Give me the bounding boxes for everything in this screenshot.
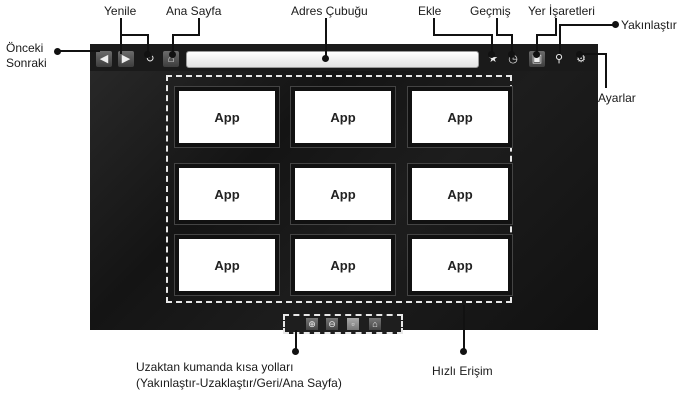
rc-zoom-out-button[interactable]: ⊖ — [326, 318, 338, 330]
app-tile[interactable]: App — [407, 234, 513, 296]
address-bar[interactable] — [186, 51, 479, 68]
zoom-button[interactable]: ⚲ — [551, 51, 567, 67]
callout-dot — [612, 21, 619, 28]
callout-line — [433, 18, 435, 36]
callout-dot — [488, 51, 495, 58]
callout-dot — [292, 348, 299, 355]
callout-line — [559, 24, 561, 54]
app-tile[interactable]: App — [290, 234, 396, 296]
zoom-out-icon: ⊖ — [328, 319, 336, 329]
callout-dot — [508, 51, 515, 58]
app-tile[interactable]: App — [290, 163, 396, 225]
home-icon: ⌂ — [372, 319, 378, 329]
callout-line — [536, 34, 556, 36]
callout-line — [172, 34, 200, 36]
callout-line — [605, 53, 607, 88]
bookmark-icon: ▣ — [531, 53, 543, 65]
app-tile-label: App — [179, 91, 275, 143]
refresh-button[interactable]: ↻ — [142, 51, 158, 67]
label-sonraki: Sonraki — [6, 56, 47, 70]
callout-dot — [169, 51, 176, 58]
rc-back-button[interactable]: ▫ — [347, 318, 359, 330]
label-yer-isaretleri: Yer İşaretleri — [528, 4, 595, 18]
app-tile[interactable]: App — [174, 86, 280, 148]
app-tile[interactable]: App — [174, 234, 280, 296]
forward-button[interactable]: ▶ — [118, 51, 134, 67]
label-onceki: Önceki — [6, 41, 44, 55]
back-icon: ◀ — [99, 53, 109, 65]
callout-line — [496, 18, 498, 36]
app-tile-label: App — [179, 168, 275, 220]
callout-line — [147, 34, 149, 54]
clock-icon: ◷ — [508, 53, 518, 65]
label-uzaktan-detay: (Yakınlaştır-Uzaklaştır/Geri/Ana Sayfa) — [136, 376, 342, 390]
rc-home-button[interactable]: ⌂ — [369, 318, 381, 330]
callout-line — [172, 34, 174, 54]
back-square-icon: ▫ — [351, 319, 355, 329]
callout-line — [295, 330, 297, 350]
app-tile[interactable]: App — [407, 86, 513, 148]
label-ana-sayfa: Ana Sayfa — [166, 4, 222, 18]
callout-line — [496, 34, 512, 36]
callout-line — [120, 18, 122, 54]
app-tile-label: App — [295, 91, 391, 143]
app-tile-label: App — [295, 168, 391, 220]
zoom-icon: ⚲ — [554, 53, 564, 65]
star-icon: ★ — [488, 53, 498, 65]
app-tile[interactable]: App — [290, 86, 396, 148]
callout-dot — [460, 348, 467, 355]
history-button[interactable]: ◷ — [505, 51, 521, 67]
settings-button[interactable]: ⚙ — [573, 51, 589, 67]
add-bookmark-button[interactable]: ★ — [485, 51, 501, 67]
callout-line — [325, 18, 327, 58]
label-ayarlar: Ayarlar — [598, 91, 636, 105]
label-yakinlastir: Yakınlaştır — [621, 18, 677, 32]
callout-line — [579, 53, 606, 55]
callout-line — [433, 34, 492, 36]
remote-shortcut-bar — [283, 314, 403, 334]
callout-line — [463, 305, 465, 350]
callout-dot — [533, 51, 540, 58]
refresh-icon: ↻ — [145, 53, 155, 65]
callout-line — [198, 18, 200, 36]
app-tile-label: App — [295, 239, 391, 291]
callout-line — [559, 24, 615, 26]
label-uzaktan: Uzaktan kumanda kısa yolları — [136, 360, 294, 374]
app-tile-label: App — [412, 91, 508, 143]
callout-line — [511, 34, 513, 54]
app-tile-label: App — [179, 239, 275, 291]
back-button[interactable]: ◀ — [96, 51, 112, 67]
app-tile-label: App — [412, 239, 508, 291]
label-gecmis: Geçmiş — [470, 4, 511, 18]
gear-icon: ⚙ — [576, 53, 586, 65]
app-tile-label: App — [412, 168, 508, 220]
zoom-in-icon: ⊕ — [308, 319, 316, 329]
rc-zoom-in-button[interactable]: ⊕ — [306, 318, 318, 330]
callout-dot — [144, 51, 151, 58]
app-tile[interactable]: App — [174, 163, 280, 225]
label-adres-cubugu: Adres Çubuğu — [291, 4, 368, 18]
label-hizli-erisim: Hızlı Erişim — [432, 364, 493, 378]
callout-line — [491, 34, 493, 54]
label-ekle: Ekle — [418, 4, 442, 18]
home-icon: ⌂ — [167, 53, 175, 65]
callout-line — [120, 34, 148, 36]
callout-line — [56, 50, 100, 52]
label-yenile: Yenile — [104, 4, 137, 18]
forward-icon: ▶ — [121, 53, 131, 65]
callout-dot — [322, 55, 329, 62]
callout-line — [555, 18, 557, 36]
app-tile[interactable]: App — [407, 163, 513, 225]
callout-line — [536, 34, 538, 54]
